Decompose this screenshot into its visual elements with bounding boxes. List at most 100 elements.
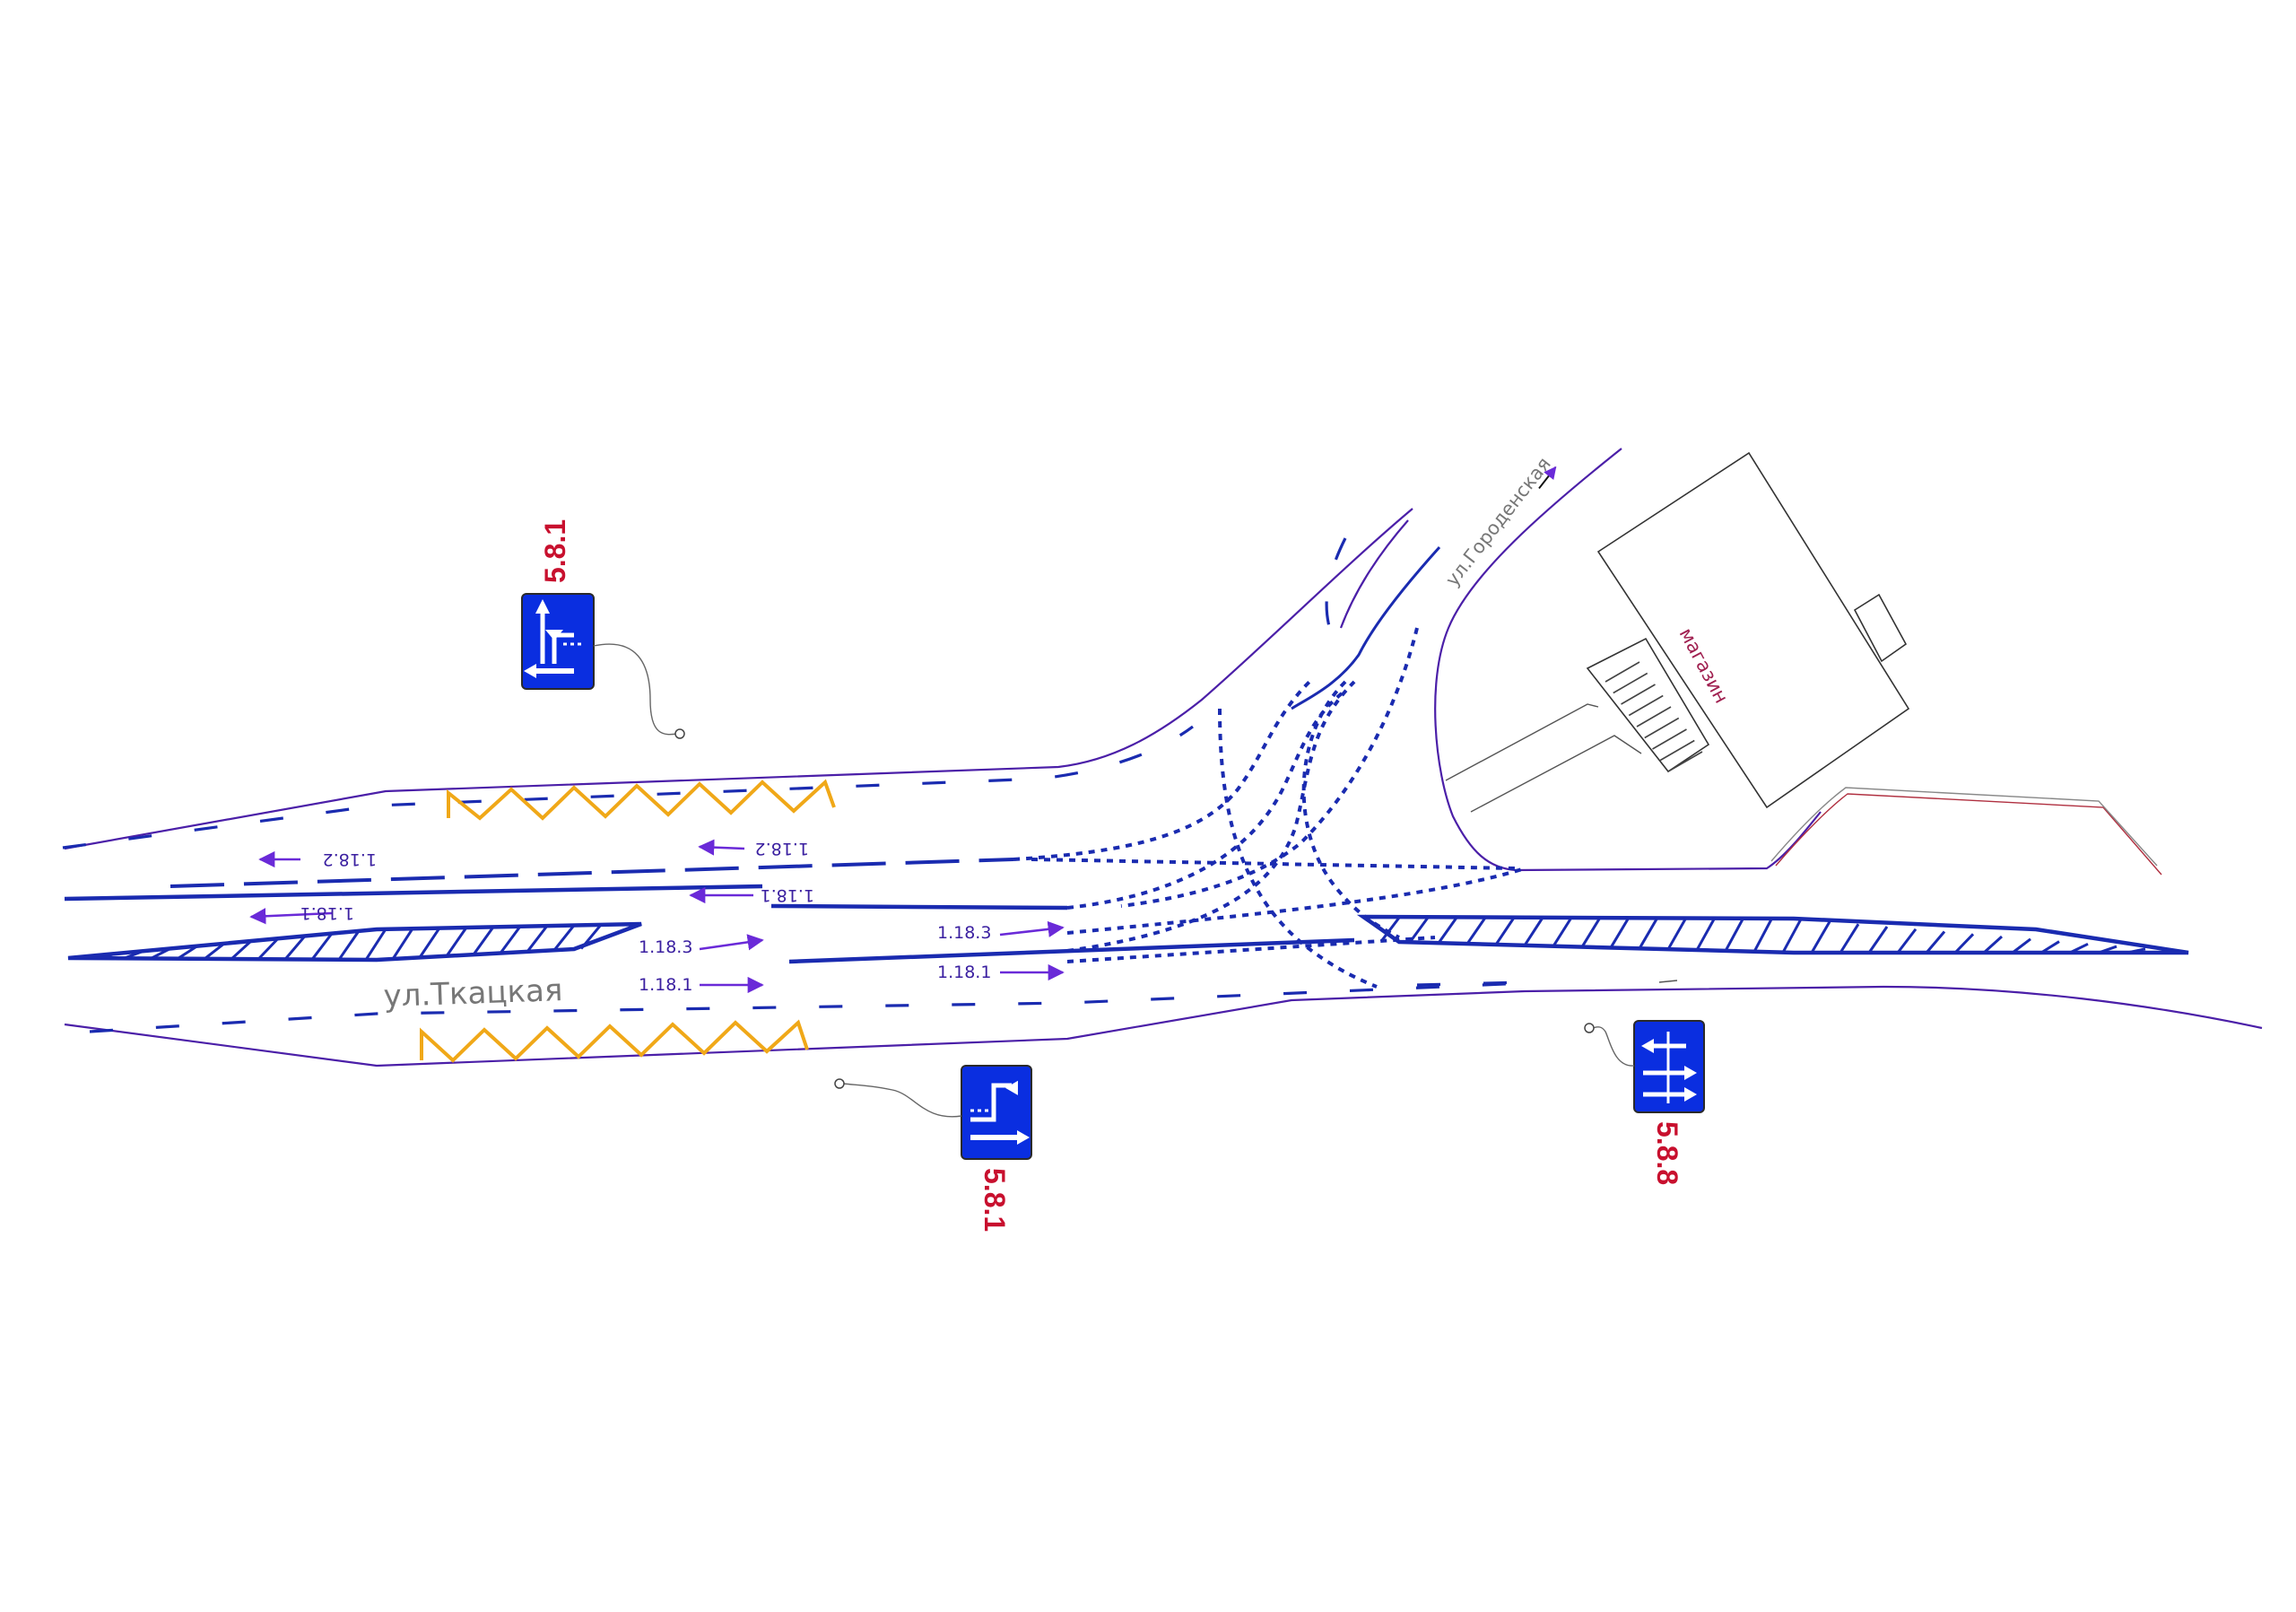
west-island-hatch-line (526, 925, 549, 953)
turn-trajectories (1013, 627, 1526, 989)
west-island-hatch-line (204, 942, 225, 961)
arrow-1183-lr (999, 920, 1065, 937)
north-dashed-lane-line (62, 725, 1194, 850)
arrow-1182-tm (698, 839, 745, 856)
east-island-hatch-line (1552, 917, 1573, 947)
trajectory-8 (1120, 627, 1419, 908)
trajectory-9 (1066, 867, 1526, 935)
east-island-hatch-line (1494, 917, 1516, 945)
label-1181-ul: 1.18.1 (300, 903, 354, 923)
west-island-hatch-line (177, 945, 198, 960)
fence-line-grey (1770, 787, 2158, 867)
east-island-hatch-line (1580, 917, 1602, 948)
east-island-hatch-line (1638, 917, 1659, 950)
east-island-hatch-line (1609, 917, 1631, 949)
sign-code-bottom-mid: 5.8.1 (978, 1168, 1011, 1232)
west-island-hatch-line (552, 924, 576, 952)
tick-mark (1658, 980, 1678, 983)
east-island-hatch-line (1953, 933, 1975, 954)
north-zigzag (447, 779, 836, 821)
side-street-west-edge (1339, 519, 1409, 629)
east-island-hatch-line (1839, 923, 1860, 954)
trajectory-2 (1031, 858, 1517, 870)
road-edges (64, 448, 2263, 1067)
side-street-name: ул.Городенская (1441, 453, 1555, 590)
shop-building: магазин (1445, 451, 2162, 983)
main-street-name: ул.Ткацкая (383, 972, 563, 1015)
side-street-label: ул.Городенская (1441, 453, 1557, 590)
path-line-1 (1445, 703, 1599, 781)
side-street-solid-line (1291, 545, 1441, 710)
side-street-dashed-line (1325, 537, 1347, 647)
east-island-hatch-line (2040, 940, 2060, 954)
west-island-hatch-line (96, 952, 117, 960)
sign-bottom-mid: 5.8.1 (834, 1065, 1032, 1232)
west-island-hatch-line (283, 935, 307, 961)
arrow-1183-ll (699, 934, 764, 951)
south-road-edge (64, 985, 2263, 1067)
east-island-hatch-line (1408, 917, 1430, 944)
east-island-hatch-line (1781, 918, 1803, 954)
east-island-hatch-line (1982, 935, 2004, 954)
trajectory-4 (1066, 680, 1356, 953)
upper-mid-solid-line (770, 903, 1068, 911)
stair-step (1644, 717, 1680, 739)
south-dashed-lane-line (89, 981, 1526, 1033)
trajectory-3 (1066, 689, 1347, 910)
west-island-hatch-line (337, 930, 361, 961)
building-outline (1596, 451, 1910, 809)
east-island-hatch-line (1465, 917, 1487, 945)
stair-step (1652, 728, 1687, 750)
leader-top-left (593, 643, 678, 736)
fence-line-red (1775, 793, 2162, 876)
porch-stairs (1605, 661, 1703, 772)
west-island-hatch-line (472, 926, 495, 955)
trajectory-7 (1301, 680, 1400, 939)
label-1182-tl: 1.18.2 (323, 850, 377, 869)
east-island-hatch-line (1925, 930, 1946, 954)
west-island-hatch-line (579, 923, 603, 950)
bus-stop-zigzags (420, 779, 836, 1063)
east-island-hatch-line (1523, 917, 1544, 946)
side-street-east-edge (1434, 448, 1822, 872)
west-island-hatch-line (364, 928, 387, 961)
label-1183-ll: 1.18.3 (639, 937, 692, 957)
east-island-hatch-line (1379, 917, 1401, 943)
stair-step (1621, 684, 1656, 705)
east-island-hatch-line (1695, 917, 1717, 951)
leader-right (1592, 1026, 1635, 1067)
arrow-1181-ul (249, 908, 333, 925)
marking-arrows (249, 839, 1065, 994)
west-island-hatch-line (123, 949, 144, 960)
south-zigzag (420, 1019, 809, 1063)
marking-labels: 1.18.2 1.18.2 1.18.1 1.18.1 1.18.3 1.18.… (300, 839, 992, 995)
west-island-hatch-line (391, 928, 414, 960)
lane-direction-sign-icon (961, 1065, 1032, 1160)
east-island-hatch-line (1867, 926, 1889, 954)
label-1181-um: 1.18.1 (761, 885, 814, 905)
east-island-hatch-line (1437, 917, 1458, 945)
sign-top-left: 5.8.1 (521, 519, 685, 739)
trajectory-1 (1013, 680, 1311, 861)
label-1181-lr: 1.18.1 (937, 963, 991, 982)
leader-bottom-mid (842, 1083, 962, 1118)
west-island-hatch-line (445, 927, 468, 957)
stair-step (1667, 751, 1703, 772)
north-road-edge (64, 508, 1413, 850)
east-island-hatch-line (2098, 945, 2118, 954)
label-1183-lr: 1.18.3 (937, 923, 991, 943)
east-island-hatch-line (1666, 917, 1688, 950)
trajectory-5 (1066, 936, 1436, 963)
sign-code-right: 5.8.8 (1651, 1121, 1683, 1185)
east-island-hatch-line (1810, 920, 1831, 954)
path-line-2 (1470, 735, 1642, 813)
stair-step (1628, 694, 1664, 717)
building-annex (1853, 593, 1908, 663)
sign-right: 5.8.8 (1584, 1020, 1705, 1185)
west-island-hatch-line (230, 939, 253, 961)
east-island-hatch-line (2069, 942, 2089, 954)
lane-direction-sign-icon (521, 593, 595, 690)
upper-long-dash-line (170, 858, 1014, 888)
lane-lines (62, 537, 2189, 1033)
upper-solid-lane-line (64, 884, 763, 902)
